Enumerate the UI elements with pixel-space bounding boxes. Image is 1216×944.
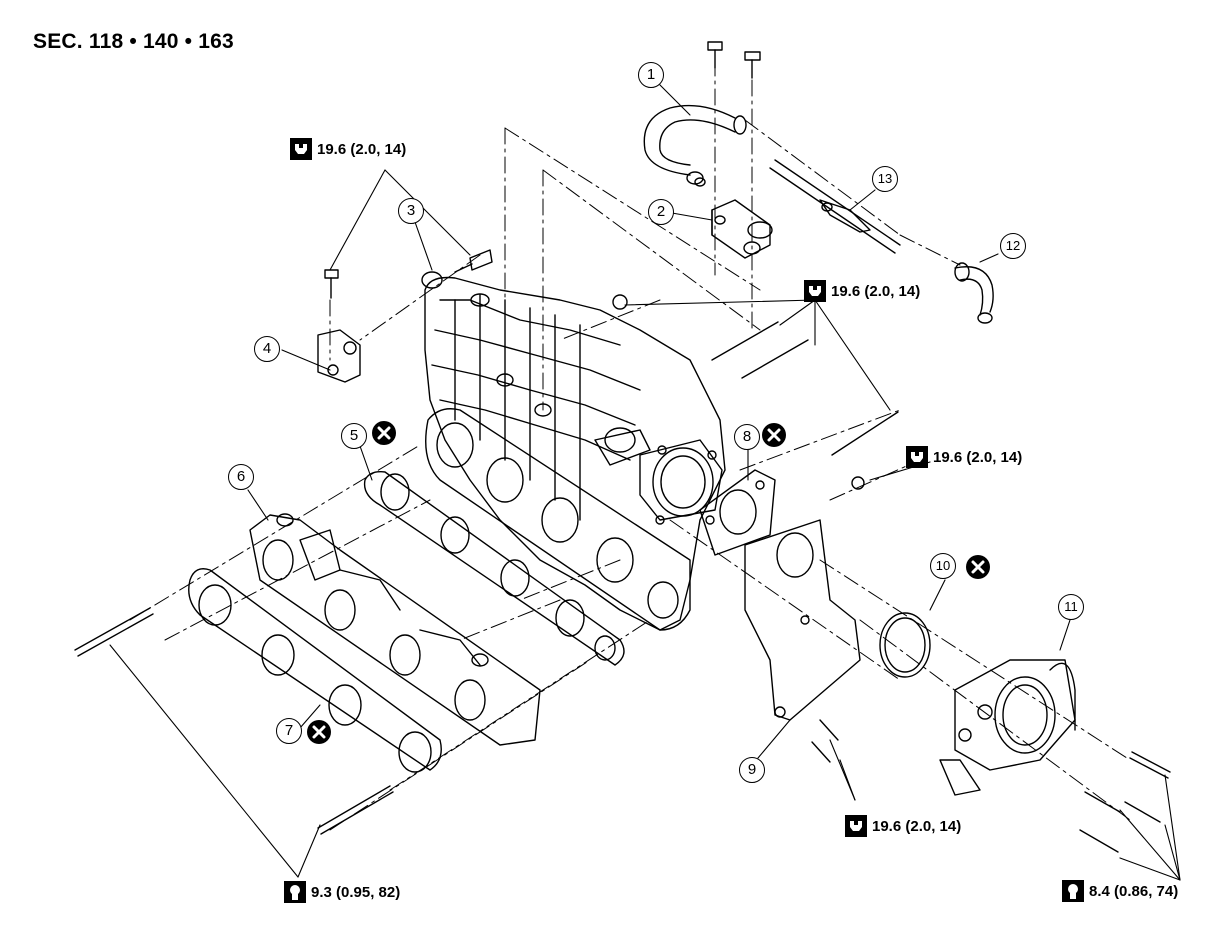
torque-value: 19.6 (2.0, 14)	[831, 282, 921, 300]
callout-8: 8	[734, 424, 760, 450]
torque-value: 19.6 (2.0, 14)	[317, 140, 407, 158]
callout-5: 5	[341, 423, 367, 449]
torque-spec-4: 19.6 (2.0, 14)	[845, 815, 961, 837]
part-1-hose	[643, 104, 747, 187]
section-title: SEC. 118 • 140 • 163	[33, 30, 234, 53]
part-9-bracket	[744, 519, 861, 721]
x-circle-icon	[966, 555, 990, 579]
part-12-hose	[954, 262, 994, 324]
torque-spec-5: 9.3 (0.95, 82)	[284, 881, 400, 903]
callout-3: 3	[398, 198, 424, 224]
torque-spec-6: 8.4 (0.86, 74)	[1062, 880, 1178, 902]
x-circle-icon	[372, 421, 396, 445]
torque-value: 19.6 (2.0, 14)	[933, 448, 1023, 466]
bolts-middle	[612, 294, 899, 490]
part-6-lower-manifold	[249, 513, 541, 746]
part-11-throttle-body	[939, 659, 1076, 796]
callout-13: 13	[872, 166, 898, 192]
torque-spec-3: 19.6 (2.0, 14)	[906, 446, 1022, 468]
part-8-gasket	[699, 469, 776, 556]
wrench-torque-icon	[906, 446, 928, 468]
bolts-lower-center	[811, 719, 839, 763]
wrench-torque-icon	[1062, 880, 1084, 902]
callout-6: 6	[228, 464, 254, 490]
bolts-right	[1079, 751, 1171, 853]
part-7-gasket	[188, 568, 442, 773]
callout-7: 7	[276, 718, 302, 744]
x-circle-icon	[762, 423, 786, 447]
alignment-lines	[129, 59, 1131, 831]
callout-1: 1	[638, 62, 664, 88]
wrench-torque-icon	[804, 280, 826, 302]
torque-value: 9.3 (0.95, 82)	[311, 883, 401, 901]
part-5-gasket	[363, 470, 625, 666]
leader-lines	[109, 169, 1181, 881]
wrench-torque-icon	[845, 815, 867, 837]
x-circle-icon	[307, 720, 331, 744]
callout-2: 2	[648, 199, 674, 225]
callout-11: 11	[1058, 594, 1084, 620]
part-3-manifold	[421, 271, 726, 631]
part-2-valve	[711, 199, 773, 259]
part-10-o-ring	[879, 612, 931, 678]
torque-spec-1: 19.6 (2.0, 14)	[290, 138, 406, 160]
studs	[74, 607, 394, 835]
wrench-torque-icon	[284, 881, 306, 903]
bolt-3	[454, 249, 493, 273]
callout-4: 4	[254, 336, 280, 362]
bolts-top	[707, 41, 761, 79]
torque-spec-2: 19.6 (2.0, 14)	[804, 280, 920, 302]
callout-10: 10	[930, 553, 956, 579]
torque-value: 8.4 (0.86, 74)	[1089, 882, 1179, 900]
callout-12: 12	[1000, 233, 1026, 259]
part-4-bracket	[317, 269, 361, 383]
torque-value: 19.6 (2.0, 14)	[872, 817, 962, 835]
callout-9: 9	[739, 757, 765, 783]
wrench-torque-icon	[290, 138, 312, 160]
part-13-pipe	[769, 159, 901, 254]
